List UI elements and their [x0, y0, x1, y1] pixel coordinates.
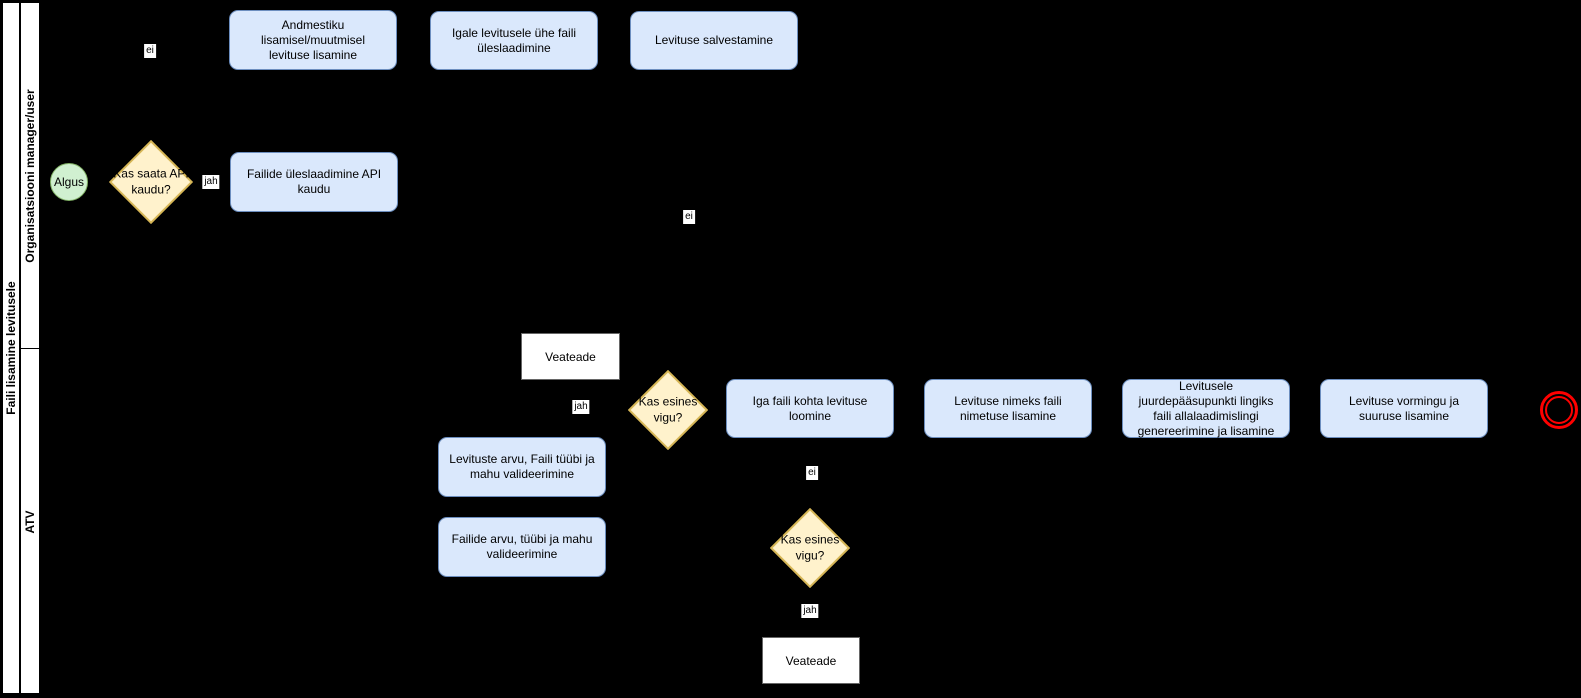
decision-kas-esines-vigu-1: Kas esines vigu?: [628, 370, 708, 450]
note-veateade-bottom-label: Veateade: [785, 653, 837, 668]
task-levituse-nimeks-lisamine: Levituse nimeks faili nimetuse lisamine: [924, 379, 1092, 438]
task-failide-arvu-valideerimine-label: Failide arvu, tüübi ja mahu valideerimin…: [451, 532, 593, 561]
edge-label-jah-start: jah: [202, 175, 220, 189]
task-andmestiku-lisamine: Andmestiku lisamisel/muutmisel levituse …: [229, 10, 397, 70]
decision-kas-saata-api-label: Kas saata API kaudu?: [113, 166, 189, 196]
note-veateade-top: Veateade: [521, 333, 620, 380]
lane-label-atv: ATV: [23, 510, 37, 534]
edge-label-ei-top: ei: [144, 44, 156, 58]
edge-label-jah-vigu-2: jah: [801, 604, 819, 618]
lane-header-organisatsiooni: Organisatsiooni manager/user: [21, 3, 39, 348]
lane-title-band: Organisatsiooni manager/user ATV: [20, 2, 40, 694]
decision-kas-esines-vigu-2: Kas esines vigu?: [770, 508, 850, 588]
lane-header-atv: ATV: [21, 348, 39, 695]
end-event-inner-ring: [1545, 396, 1573, 424]
start-event: Algus: [50, 163, 88, 201]
decision-kas-esines-vigu-1-label: Kas esines vigu?: [638, 394, 698, 424]
task-levituste-arvu-valideerimine-label: Levituste arvu, Faili tüübi ja mahu vali…: [449, 452, 595, 481]
task-levituse-vormingu-lisamine-label: Levituse vormingu ja suuruse lisamine: [1348, 393, 1460, 423]
lane-label-organisatsiooni: Organisatsiooni manager/user: [23, 88, 37, 263]
task-failide-uleslaadimine-api: Failide üleslaadimine API kaudu: [230, 152, 398, 212]
task-levituse-nimeks-lisamine-label: Levituse nimeks faili nimetuse lisamine: [954, 393, 1062, 423]
task-failide-arvu-valideerimine: Failide arvu, tüübi ja mahu valideerimin…: [438, 517, 606, 577]
task-iga-faili-levituse-loomine: Iga faili kohta levituse loomine: [726, 379, 894, 438]
diamond-shape-icon: [628, 370, 708, 450]
task-failide-uleslaadimine-api-label: Failide üleslaadimine API kaudu: [246, 167, 382, 196]
task-iga-faili-levituse-loomine-label: Iga faili kohta levituse loomine: [752, 393, 868, 423]
task-levituse-salvestamine: Levituse salvestamine: [630, 11, 798, 70]
task-levituste-arvu-valideerimine: Levituste arvu, Faili tüübi ja mahu vali…: [438, 437, 606, 497]
task-levituse-salvestamine-label: Levituse salvestamine: [654, 33, 774, 47]
decision-kas-saata-api: Kas saata API kaudu?: [109, 140, 193, 224]
task-levituse-vormingu-lisamine: Levituse vormingu ja suuruse lisamine: [1320, 379, 1488, 438]
diamond-shape-icon: [770, 508, 850, 588]
task-juurdepaasupunkti-lingi-lisamine: Levitusele juurdepääsupunkti lingiks fai…: [1122, 379, 1290, 438]
diamond-shape-icon: [109, 140, 193, 224]
task-igale-levitusele-uleslaadimine-label: Igale levitusele ühe faili üleslaadimine: [451, 25, 577, 55]
end-event: [1540, 391, 1578, 429]
note-veateade-bottom: Veateade: [762, 637, 860, 684]
pool-title: Faili lisamine levitusele: [4, 281, 18, 415]
note-veateade-top-label: Veateade: [545, 349, 596, 364]
pool-title-band: Faili lisamine levitusele: [2, 2, 20, 694]
task-igale-levitusele-uleslaadimine: Igale levitusele ühe faili üleslaadimine: [430, 11, 598, 70]
task-andmestiku-lisamine-label: Andmestiku lisamisel/muutmisel levituse …: [260, 17, 366, 62]
task-juurdepaasupunkti-lingi-lisamine-label: Levitusele juurdepääsupunkti lingiks fai…: [1137, 378, 1275, 438]
edge-label-ei-mid: ei: [683, 210, 695, 224]
start-event-label: Algus: [53, 175, 85, 189]
decision-kas-esines-vigu-2-label: Kas esines vigu?: [780, 532, 840, 562]
edge-label-jah-vigu-1: jah: [572, 400, 590, 414]
edge-label-ei-vigu-2: ei: [806, 466, 818, 480]
